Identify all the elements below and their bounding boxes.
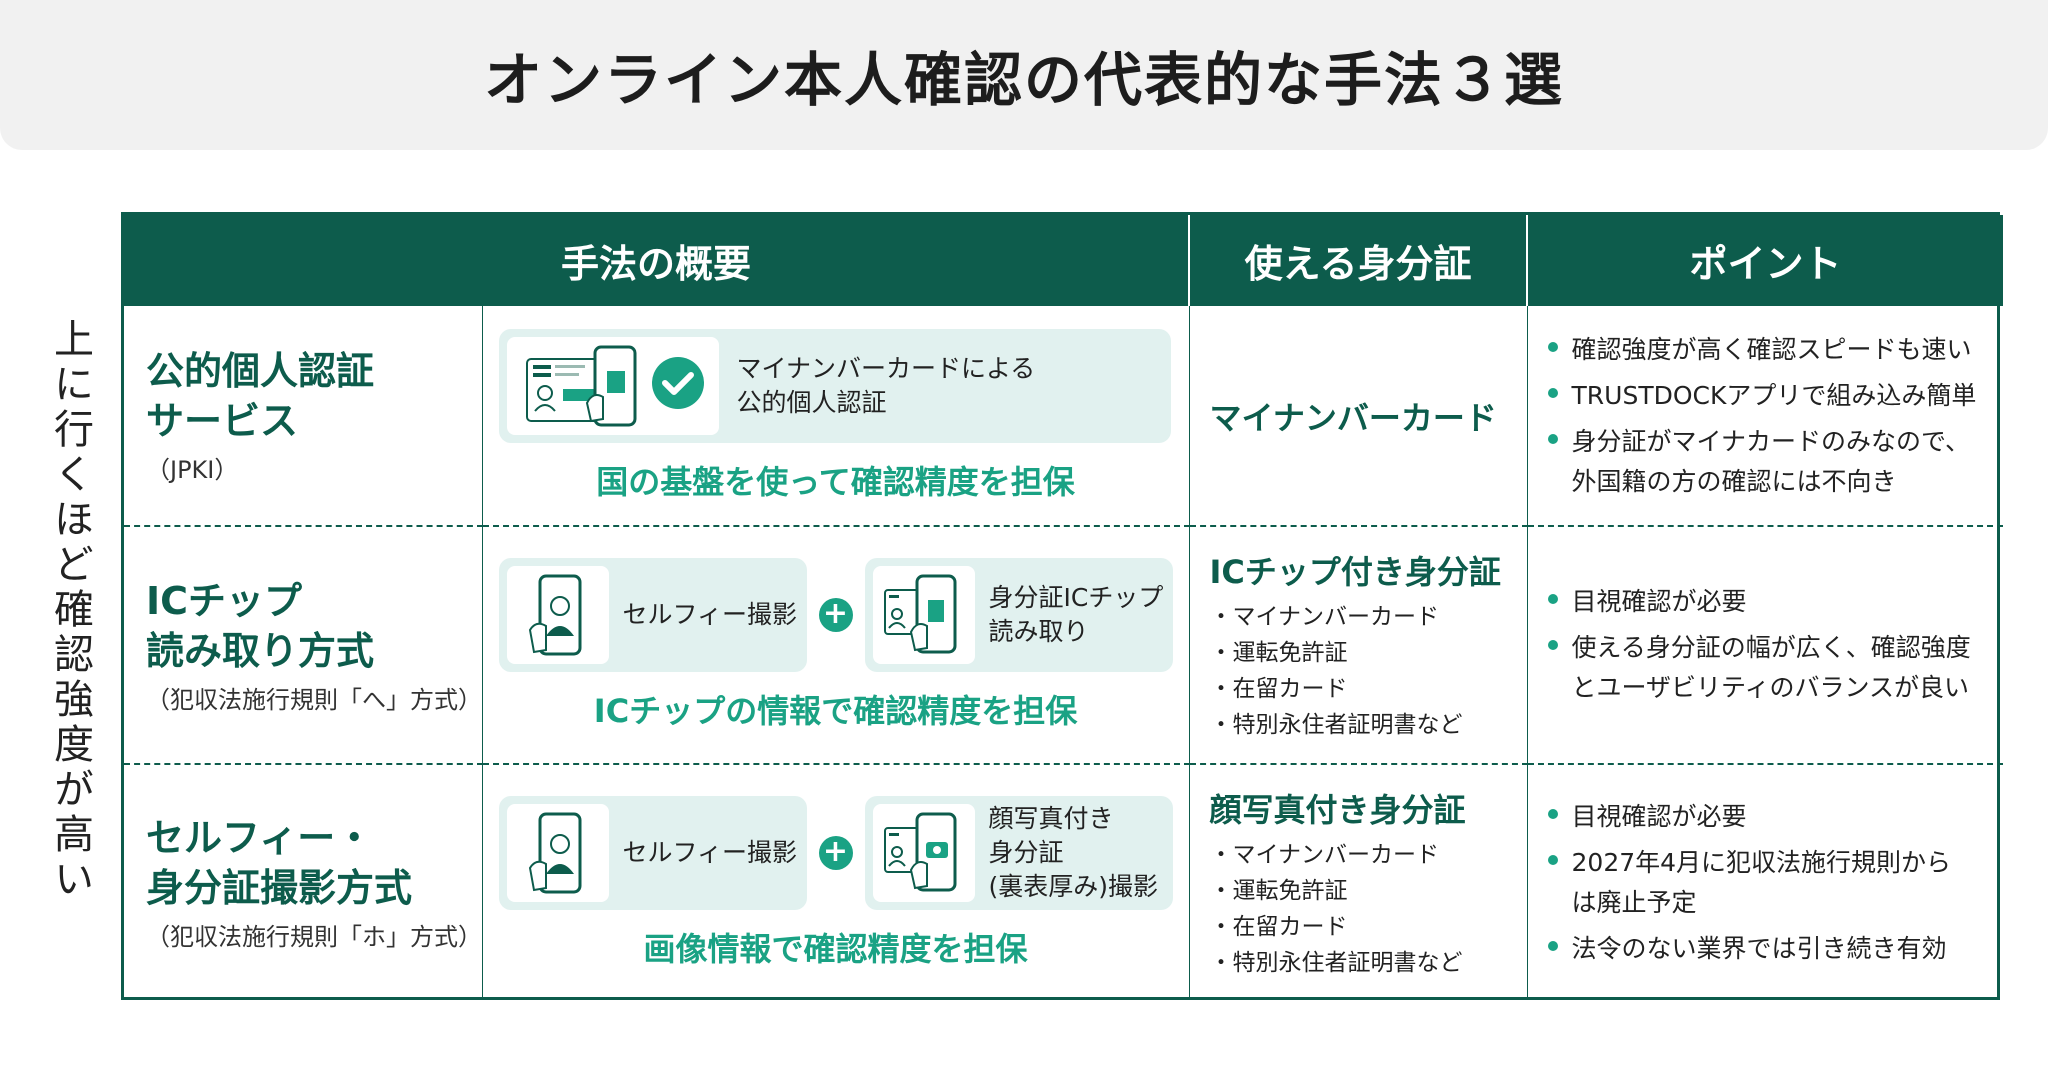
method-sub: （犯収法施行規則「ホ」方式） <box>146 923 482 951</box>
tagline: 国の基盤を使って確認精度を担保 <box>596 462 1075 501</box>
step-box: セルフィー撮影 <box>498 795 807 910</box>
table-row: セルフィー・ 身分証撮影方式 （犯収法施行規則「ホ」方式） <box>124 764 2003 1000</box>
id-item: ・在留カード <box>1209 913 1348 940</box>
table-row: 公的個人認証 サービス （JPKI） <box>124 306 2004 527</box>
step-box: 身分証ICチップ 読み取り <box>864 558 1173 672</box>
step-text: セルフィー撮影 <box>622 837 798 867</box>
ids-cell: マイナンバーカード <box>1189 306 1528 527</box>
plus-icon: + <box>818 598 853 632</box>
point-item: 目視確認が必要 <box>1546 582 2004 622</box>
tagline: ICチップの情報で確認精度を担保 <box>593 692 1078 730</box>
id-item: ・運転免許証 <box>1209 877 1348 904</box>
id-title: ICチップ付き身分証 <box>1209 553 1501 591</box>
points-cell: 目視確認が必要 2027年4月に犯収法施行規則から は廃止予定 法令のない業界で… <box>1527 764 2003 1000</box>
id-item: ・マイナンバーカード <box>1209 841 1440 868</box>
methods-table: 手法の概要 使える身分証 ポイント 公的個人認証 サービス （JPKI） <box>121 212 2004 1000</box>
point-item: TRUSTDOCKアプリで組み込み簡単 <box>1546 376 2004 416</box>
step-text: マイナンバーカードによる 公的個人認証 <box>736 353 1036 417</box>
id-item: ・特別永住者証明書など <box>1209 949 1463 976</box>
header-points: ポイント <box>1527 215 2004 306</box>
step-text: 顔写真付き 身分証 (裏表厚み)撮影 <box>988 803 1159 901</box>
step-text: セルフィー撮影 <box>622 600 798 629</box>
method-name: 公的個人認証 サービス <box>146 349 375 443</box>
overview-cell: セルフィー撮影 + <box>482 764 1190 1000</box>
point-item: 身分証がマイナカードのみなので、 外国籍の方の確認には不向き <box>1546 422 2004 502</box>
method-cell: 公的個人認証 サービス （JPKI） <box>124 306 483 527</box>
id-photo-camera-icon <box>872 803 975 902</box>
step-box: マイナンバーカードによる 公的個人認証 <box>498 328 1171 443</box>
plus-icon: + <box>818 835 853 870</box>
side-label: 上に行くほど確認強度が高い <box>47 318 93 903</box>
method-name: セルフィー・ 身分証撮影方式 <box>146 816 413 910</box>
ids-cell: ICチップ付き身分証 ・マイナンバーカード ・運転免許証 ・在留カード ・特別永… <box>1189 526 1528 765</box>
point-item: 使える身分証の幅が広く、確認強度 とユーザビリティのバランスが良い <box>1546 628 2004 708</box>
card-phone-check-icon <box>506 336 719 435</box>
id-item: ・運転免許証 <box>1209 640 1348 666</box>
id-item: ・在留カード <box>1209 676 1348 702</box>
point-item: 目視確認が必要 <box>1546 797 2004 837</box>
header-overview: 手法の概要 <box>124 215 1191 306</box>
step-text: 身分証ICチップ 読み取り <box>988 583 1164 646</box>
header-ids: 使える身分証 <box>1189 215 1529 306</box>
id-item: ・特別永住者証明書など <box>1209 712 1463 738</box>
table-row: ICチップ 読み取り方式 （犯収法施行規則「へ」方式） <box>124 526 2004 765</box>
point-item: 確認強度が高く確認スピードも速い <box>1546 330 2004 370</box>
method-cell: セルフィー・ 身分証撮影方式 （犯収法施行規則「ホ」方式） <box>124 764 483 1000</box>
selfie-phone-icon <box>506 803 609 902</box>
ids-cell: 顔写真付き身分証 ・マイナンバーカード ・運転免許証 ・在留カード ・特別永住者… <box>1189 764 1528 1000</box>
page-title: オンライン本人確認の代表的な手法３選 <box>483 46 1564 114</box>
selfie-phone-icon <box>506 566 609 664</box>
method-name: ICチップ 読み取り方式 <box>146 578 375 673</box>
method-sub: （JPKI） <box>146 456 239 484</box>
method-sub: （犯収法施行規則「へ」方式） <box>146 685 482 714</box>
id-title: 顔写真付き身分証 <box>1209 790 1466 829</box>
id-item: ・マイナンバーカード <box>1209 604 1440 630</box>
point-item: 2027年4月に犯収法施行規則から は廃止予定 <box>1546 843 2004 923</box>
title-band: オンライン本人確認の代表的な手法３選 <box>0 0 2048 150</box>
points-cell: 目視確認が必要 使える身分証の幅が広く、確認強度 とユーザビリティのバランスが良… <box>1527 526 2004 765</box>
step-box: セルフィー撮影 <box>498 558 807 672</box>
overview-cell: マイナンバーカードによる 公的個人認証 国の基盤を使って確認精度を担保 <box>482 306 1190 527</box>
overview-cell: セルフィー撮影 + <box>482 526 1190 765</box>
method-cell: ICチップ 読み取り方式 （犯収法施行規則「へ」方式） <box>124 526 483 765</box>
tagline: 画像情報で確認精度を担保 <box>643 929 1028 968</box>
point-item: 法令のない業界では引き続き有効 <box>1546 929 2004 969</box>
ic-chip-scan-icon <box>872 566 975 664</box>
points-cell: 確認強度が高く確認スピードも速い TRUSTDOCKアプリで組み込み簡単 身分証… <box>1527 306 2004 527</box>
id-title: マイナンバーカード <box>1209 398 1497 437</box>
step-box: 顔写真付き 身分証 (裏表厚み)撮影 <box>864 795 1173 910</box>
